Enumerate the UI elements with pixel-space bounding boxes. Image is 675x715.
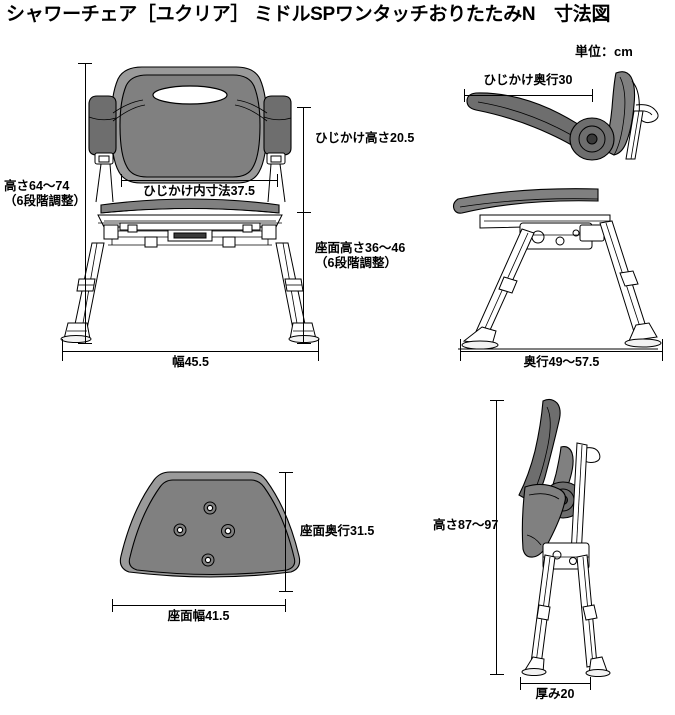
dim-overall-height-value: 高さ64〜74: [4, 179, 70, 193]
side-view-drawing: [452, 71, 662, 350]
dim-armrest-depth-tick-right: [592, 89, 593, 102]
dim-armrest-inner-tick-right: [277, 174, 278, 187]
dim-armrest-depth-tick-left: [464, 89, 465, 102]
side-view: ひじかけ奥行30 奥行49〜57.5: [440, 55, 675, 375]
dim-seat-width-tick-right: [285, 599, 286, 612]
dim-seat-width-tick-left: [112, 599, 113, 612]
dim-seat-depth-tick-bottom: [279, 591, 293, 592]
dim-overall-height-note: （6段階調整）: [4, 193, 86, 208]
dim-armrest-height-label: ひじかけ高さ20.5: [315, 131, 415, 145]
dim-folded-height-line: [496, 400, 497, 675]
dim-folded-height-label: 高さ87〜97: [433, 518, 499, 532]
dim-width-label: 幅45.5: [172, 355, 209, 369]
dim-armrest-depth-label: ひじかけ奥行30: [483, 73, 573, 87]
dim-depth-tick-right: [662, 345, 663, 358]
dim-seat-height-note: （6段階調整）: [315, 255, 397, 270]
dim-seat-height-tick-bottom: [297, 343, 311, 344]
dim-seat-height-label: 座面高さ36〜46 （6段階調整）: [315, 241, 405, 271]
dim-armrest-inner-line: [121, 180, 277, 181]
seat-plan-view: 座面奥行31.5 座面幅41.5: [100, 460, 410, 640]
dim-folded-height-tick-top: [490, 400, 504, 401]
dim-armrest-height-line: [303, 107, 304, 213]
dim-height-line: [85, 63, 86, 344]
dim-seat-width-label: 座面幅41.5: [167, 609, 230, 623]
folded-view-drawing: [518, 398, 611, 677]
dim-depth-tick-left: [460, 345, 461, 358]
dim-seat-height-line: [303, 213, 304, 344]
front-view-drawing: [60, 66, 320, 343]
page-title: シャワーチェア［ユクリア］ ミドルSPワンタッチおりたたみN 寸法図: [6, 4, 611, 25]
seat-plan-drawing: [119, 471, 301, 578]
front-view: 高さ64〜74 （6段階調整） ひじかけ高さ20.5 座面高さ36〜46 （6段…: [0, 55, 414, 375]
unit-note: 単位：cm: [575, 44, 633, 59]
dim-depth-line: [460, 351, 663, 352]
dim-thickness-line: [520, 683, 590, 684]
dim-width-tick-right: [318, 345, 319, 358]
dim-folded-height-tick-bottom: [490, 674, 504, 675]
dim-armrest-inner-label: ひじかけ内寸法37.5: [143, 184, 255, 198]
dim-thickness-tick-right: [590, 677, 591, 690]
dim-seat-depth-tick-top: [279, 472, 293, 473]
dim-armrest-height-tick-bottom: [297, 212, 311, 213]
dim-width-line: [62, 351, 319, 352]
dim-width-tick-left: [62, 345, 63, 358]
dim-armrest-depth-line: [464, 95, 592, 96]
dim-overall-height-label: 高さ64〜74 （6段階調整）: [4, 179, 86, 209]
dim-seat-width-line: [112, 605, 285, 606]
dim-seat-depth-label: 座面奥行31.5: [300, 524, 375, 538]
dim-depth-label: 奥行49〜57.5: [523, 355, 600, 369]
dim-armrest-inner-tick-left: [121, 174, 122, 187]
dim-armrest-height-tick-top: [297, 107, 311, 108]
dim-thickness-tick-left: [520, 677, 521, 690]
dim-seat-depth-line: [285, 472, 286, 592]
dim-thickness-label: 厚み20: [535, 687, 575, 701]
dim-seat-height-value: 座面高さ36〜46: [315, 241, 406, 255]
folded-view: 高さ87〜97 厚み20: [430, 390, 675, 715]
